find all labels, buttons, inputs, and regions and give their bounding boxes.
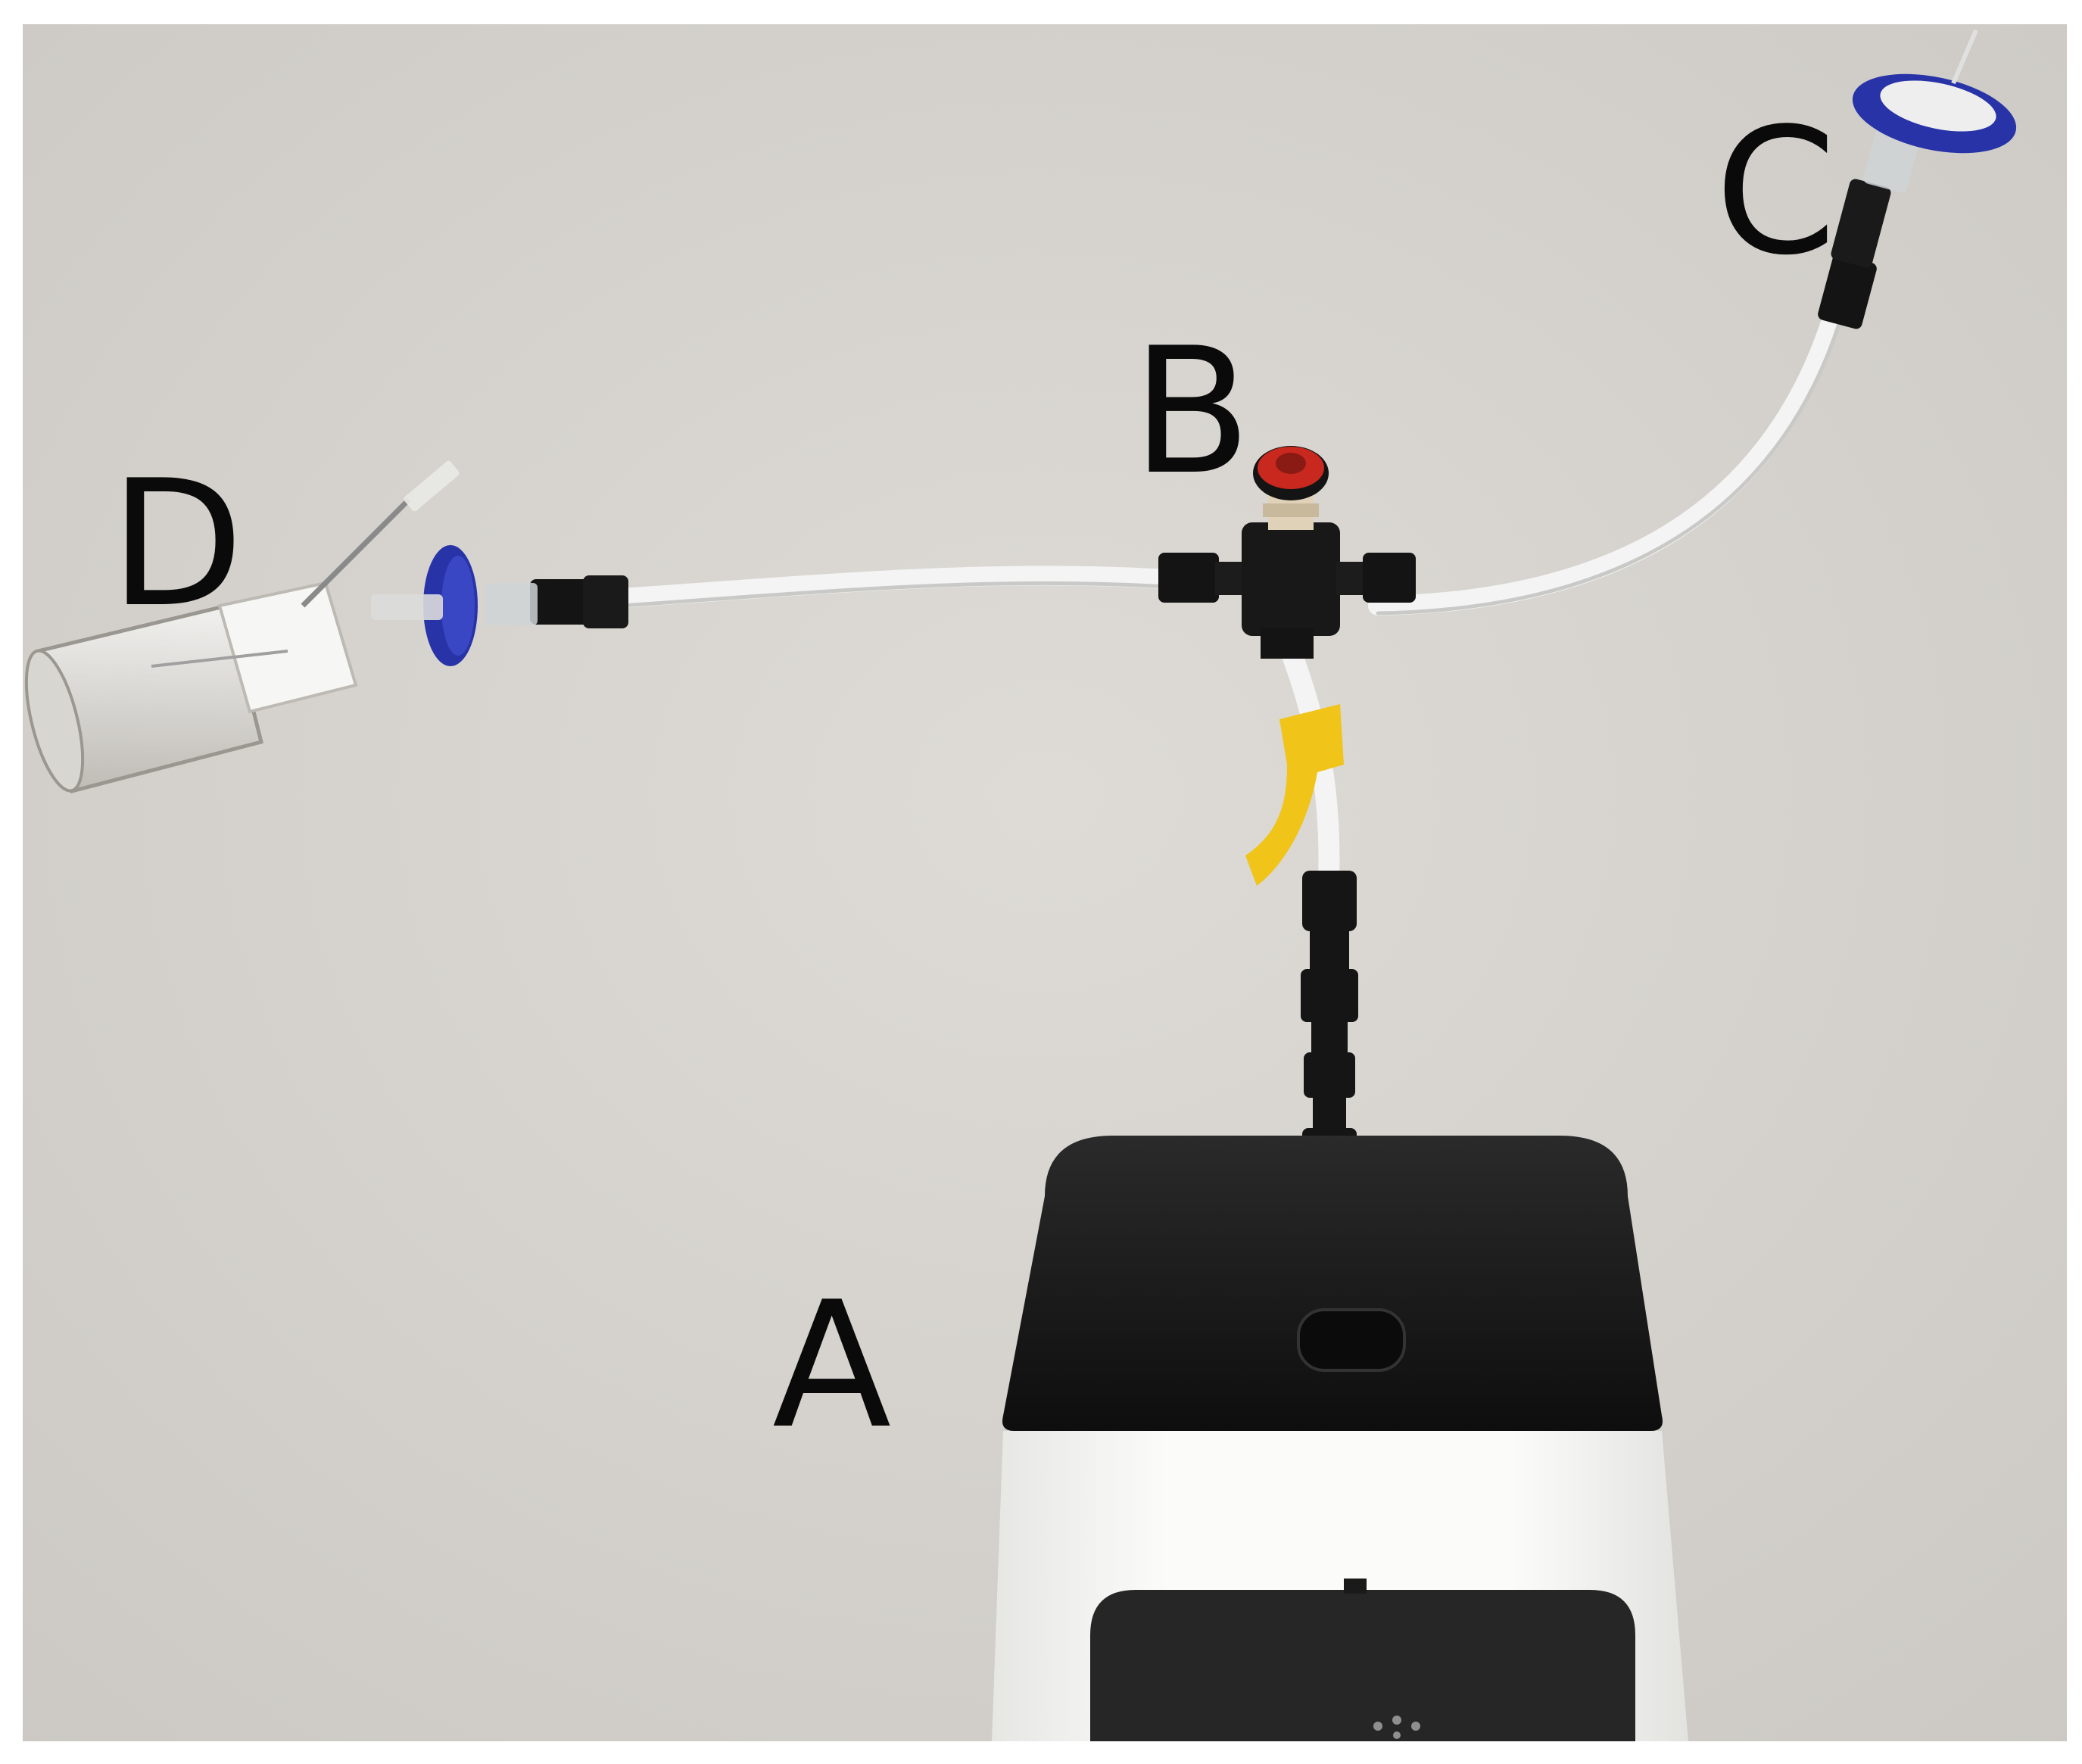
device-screen [1090,1590,1635,1741]
tube-d-to-b [611,566,1176,608]
left-syringe-filter [423,545,478,666]
cross-fitting-b [1158,446,1416,659]
right-syringe-filter [1852,29,2017,154]
tube-b-to-c [1368,308,1842,616]
tube-b-to-c-shade [1376,319,1842,616]
device-lid [1002,1136,1663,1431]
tube-d-to-b-shade [619,581,1168,608]
right-fittings [1818,117,1922,329]
vial-d [24,460,460,794]
label-b: B [1132,311,1251,513]
device-lid-button [1297,1308,1406,1372]
left-fittings [485,575,628,628]
device-screen-notch [1344,1579,1367,1594]
yellow-tape [1245,704,1344,886]
label-a: A [772,1265,892,1467]
label-d: D [110,444,245,646]
luer-connector [371,594,443,620]
device-screen-dots [1373,1716,1420,1739]
label-c: C [1715,92,1837,294]
